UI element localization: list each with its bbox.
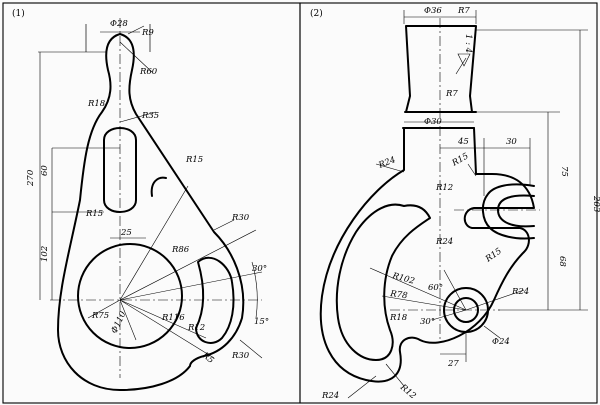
label-r116: R116 bbox=[161, 313, 185, 323]
angle-60-ray bbox=[443, 269, 467, 311]
arc-slot bbox=[195, 256, 235, 344]
r75-leader bbox=[87, 299, 121, 319]
label-w27: 27 bbox=[447, 359, 459, 369]
d110-leader bbox=[119, 299, 137, 341]
r30a-leader bbox=[213, 219, 235, 231]
r35-leader bbox=[119, 111, 157, 123]
label-r30-bottom: R30 bbox=[231, 351, 250, 361]
label-r18: R18 bbox=[87, 99, 106, 109]
label-r75: R75 bbox=[91, 311, 109, 321]
slot-outline bbox=[103, 127, 137, 213]
label-r12-upper: R12 bbox=[435, 183, 453, 193]
label-r7-top: R7 bbox=[457, 6, 470, 16]
panel-1-index: (1) bbox=[12, 8, 25, 19]
r24d-leader bbox=[347, 375, 377, 399]
angle-30-ray bbox=[431, 309, 467, 321]
label-w30: 30 bbox=[506, 137, 517, 147]
label-r86: R86 bbox=[171, 245, 190, 255]
panel-2-frame bbox=[299, 2, 598, 404]
label-r24-bottom: R24 bbox=[321, 391, 339, 401]
label-r7-lower: R7 bbox=[445, 89, 458, 99]
label-angle-30: 30° bbox=[252, 264, 267, 274]
taper-symbol-icon bbox=[457, 53, 471, 67]
label-r15-slot: R15 bbox=[85, 209, 103, 219]
label-h60: 60 bbox=[40, 165, 50, 176]
r30b-leader bbox=[239, 339, 263, 359]
label-w25: 25 bbox=[120, 228, 132, 238]
part-outline bbox=[57, 33, 245, 391]
label-h203: 203 bbox=[591, 195, 600, 212]
eye-hole bbox=[453, 297, 479, 323]
label-taper: 1 : 4 bbox=[463, 34, 473, 53]
label-r78: R78 bbox=[389, 289, 409, 302]
r24c-leader bbox=[465, 289, 525, 311]
label-r24-prong: R24 bbox=[435, 237, 453, 247]
label-angle-60: 60° bbox=[428, 283, 443, 293]
r24a-leader bbox=[375, 163, 405, 173]
label-w45: 45 bbox=[457, 137, 469, 147]
taper-leader bbox=[455, 57, 467, 75]
r15-leader bbox=[119, 185, 189, 301]
label-r24-upper: R24 bbox=[376, 155, 397, 171]
label-r12-bottom: R12 bbox=[397, 382, 417, 401]
r15a-leader bbox=[467, 163, 477, 177]
label-r15-lower: R15 bbox=[483, 246, 504, 265]
label-d36: Φ36 bbox=[424, 6, 442, 16]
r5-leader bbox=[119, 299, 215, 359]
label-h270: 270 bbox=[26, 169, 36, 187]
prong-slot bbox=[482, 183, 535, 240]
label-d28: Φ28 bbox=[110, 19, 128, 29]
d24-leader bbox=[483, 325, 501, 339]
fillet-notch bbox=[150, 176, 167, 197]
label-r60: R60 bbox=[139, 67, 158, 77]
label-r9: R9 bbox=[141, 28, 154, 38]
r12b-leader bbox=[385, 363, 405, 387]
angle-arc bbox=[251, 261, 258, 319]
label-h75: 75 bbox=[559, 166, 569, 177]
hook-inner-channel bbox=[335, 203, 431, 361]
r9-leader bbox=[127, 25, 145, 35]
label-r12: R12 bbox=[187, 323, 205, 333]
label-r35: R35 bbox=[141, 111, 159, 121]
r102-leader bbox=[369, 267, 467, 311]
label-angle-15: 15° bbox=[254, 317, 269, 327]
label-r102: R102 bbox=[390, 271, 415, 287]
label-d24: Φ24 bbox=[492, 337, 510, 347]
prong-inner bbox=[497, 194, 535, 228]
panel-1-drawing: (1) bbox=[12, 8, 269, 391]
label-d110: Φ110 bbox=[110, 309, 129, 335]
label-r15-upper: R15 bbox=[185, 155, 203, 165]
label-h102: 102 bbox=[40, 246, 50, 262]
label-r24-eye: R24 bbox=[511, 287, 529, 297]
r60-leader bbox=[119, 41, 153, 73]
r78-leader bbox=[381, 295, 467, 311]
r86-leader bbox=[119, 229, 257, 301]
label-r15-upper: R15 bbox=[450, 151, 471, 169]
label-h68: 68 bbox=[557, 256, 567, 267]
label-d30: Φ30 bbox=[424, 117, 442, 127]
label-r18: R18 bbox=[389, 313, 408, 323]
main-bore-circle bbox=[77, 243, 183, 349]
hook-outer-outline bbox=[319, 127, 535, 383]
angle-30-ray bbox=[119, 271, 263, 301]
panel-2-index: (2) bbox=[310, 8, 323, 19]
r116-leader bbox=[119, 299, 207, 339]
label-r30-top: R30 bbox=[231, 213, 250, 223]
panel-2-drawing: (2) bbox=[310, 6, 600, 401]
label-angle-30: 30° bbox=[420, 317, 435, 327]
